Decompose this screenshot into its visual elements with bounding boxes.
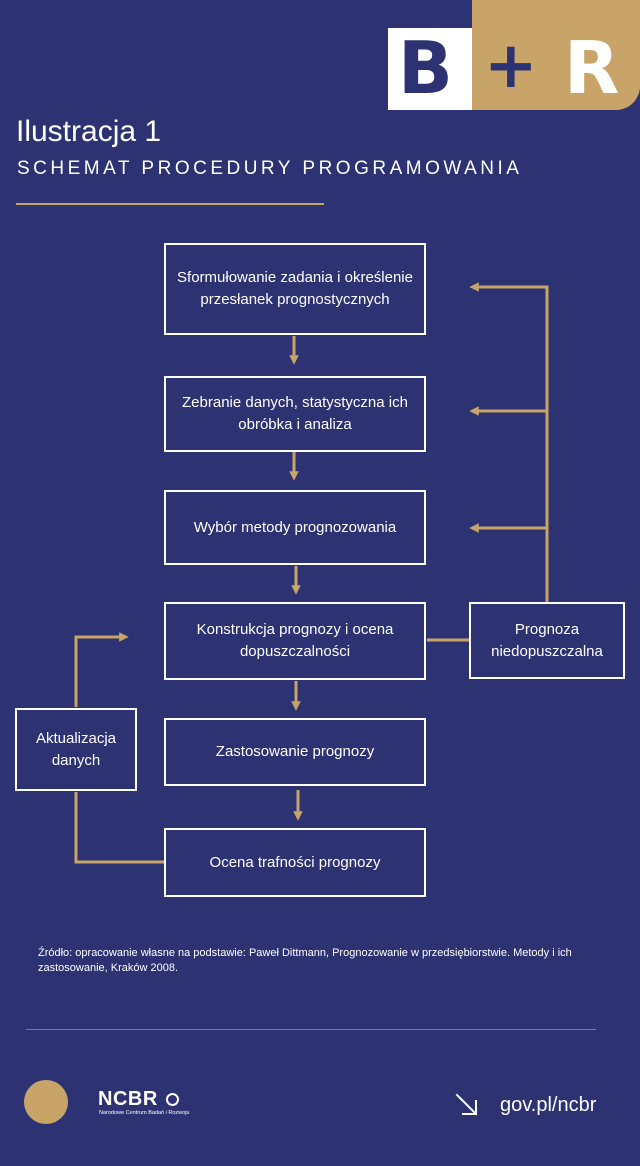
gold-circle-decoration: [24, 1080, 68, 1124]
logo-letter-b: B: [398, 26, 453, 110]
step-6-label: Ocena trafności prognozy: [209, 853, 381, 871]
feedback-line-left-bottom: [74, 792, 165, 864]
gov-link[interactable]: gov.pl/ncbr: [500, 1094, 597, 1116]
step-2-box: Zebranie danych, statystyczna ich obróbk…: [164, 376, 426, 452]
logo-gold-block: [472, 0, 640, 110]
ncbr-circle-icon: [165, 1093, 179, 1107]
ncbr-logo: NCBR: [98, 1088, 179, 1111]
step-1-box: Sformułowanie zadania i określenie przes…: [164, 243, 426, 335]
step-5-box: Zastosowanie prognozy: [164, 718, 426, 786]
step-3-label: Wybór metody prognozowania: [193, 518, 397, 536]
arrow-update-to-step4: [74, 632, 129, 707]
step-5-label: Zastosowanie prognozy: [215, 743, 375, 760]
step-6-box: Ocena trafności prognozy: [164, 828, 426, 897]
feedback-line-right: [469, 282, 549, 602]
source-note: Źródło: opracowanie własne na podstawie:…: [38, 947, 572, 974]
logo-letter-r: R: [564, 26, 620, 110]
rejected-forecast-label: Prognoza niedopuszczalna: [491, 620, 603, 660]
page-title: Ilustracja 1: [16, 115, 162, 148]
data-update-label: Aktualizacja danych: [35, 729, 117, 769]
rejected-forecast-box: Prognoza niedopuszczalna: [469, 602, 625, 679]
page-subtitle: SCHEMAT PROCEDURY PROGRAMOWANIA: [17, 158, 523, 179]
arrow-down-right-icon: [455, 1093, 478, 1116]
brand-logo: B + R: [388, 0, 640, 110]
step-1-label: Sformułowanie zadania i określenie przes…: [177, 269, 413, 308]
step-2-label: Zebranie danych, statystyczna ich obróbk…: [182, 394, 408, 433]
logo-white-block: [388, 28, 472, 110]
data-update-box: Aktualizacja danych: [15, 708, 137, 791]
title-divider: [16, 203, 324, 205]
footer-divider: [26, 1029, 596, 1030]
ncbr-logo-subtitle: Narodowe Centrum Badań i Rozwoju: [99, 1110, 190, 1116]
ncbr-logo-text: NCBR: [98, 1088, 158, 1110]
step-4-box: Konstrukcja prognozy i ocena dopuszczaln…: [164, 602, 426, 680]
step-3-box: Wybór metody prognozowania: [164, 490, 426, 565]
step-4-label: Konstrukcja prognozy i ocena dopuszczaln…: [196, 621, 394, 660]
logo-plus: +: [484, 29, 538, 103]
